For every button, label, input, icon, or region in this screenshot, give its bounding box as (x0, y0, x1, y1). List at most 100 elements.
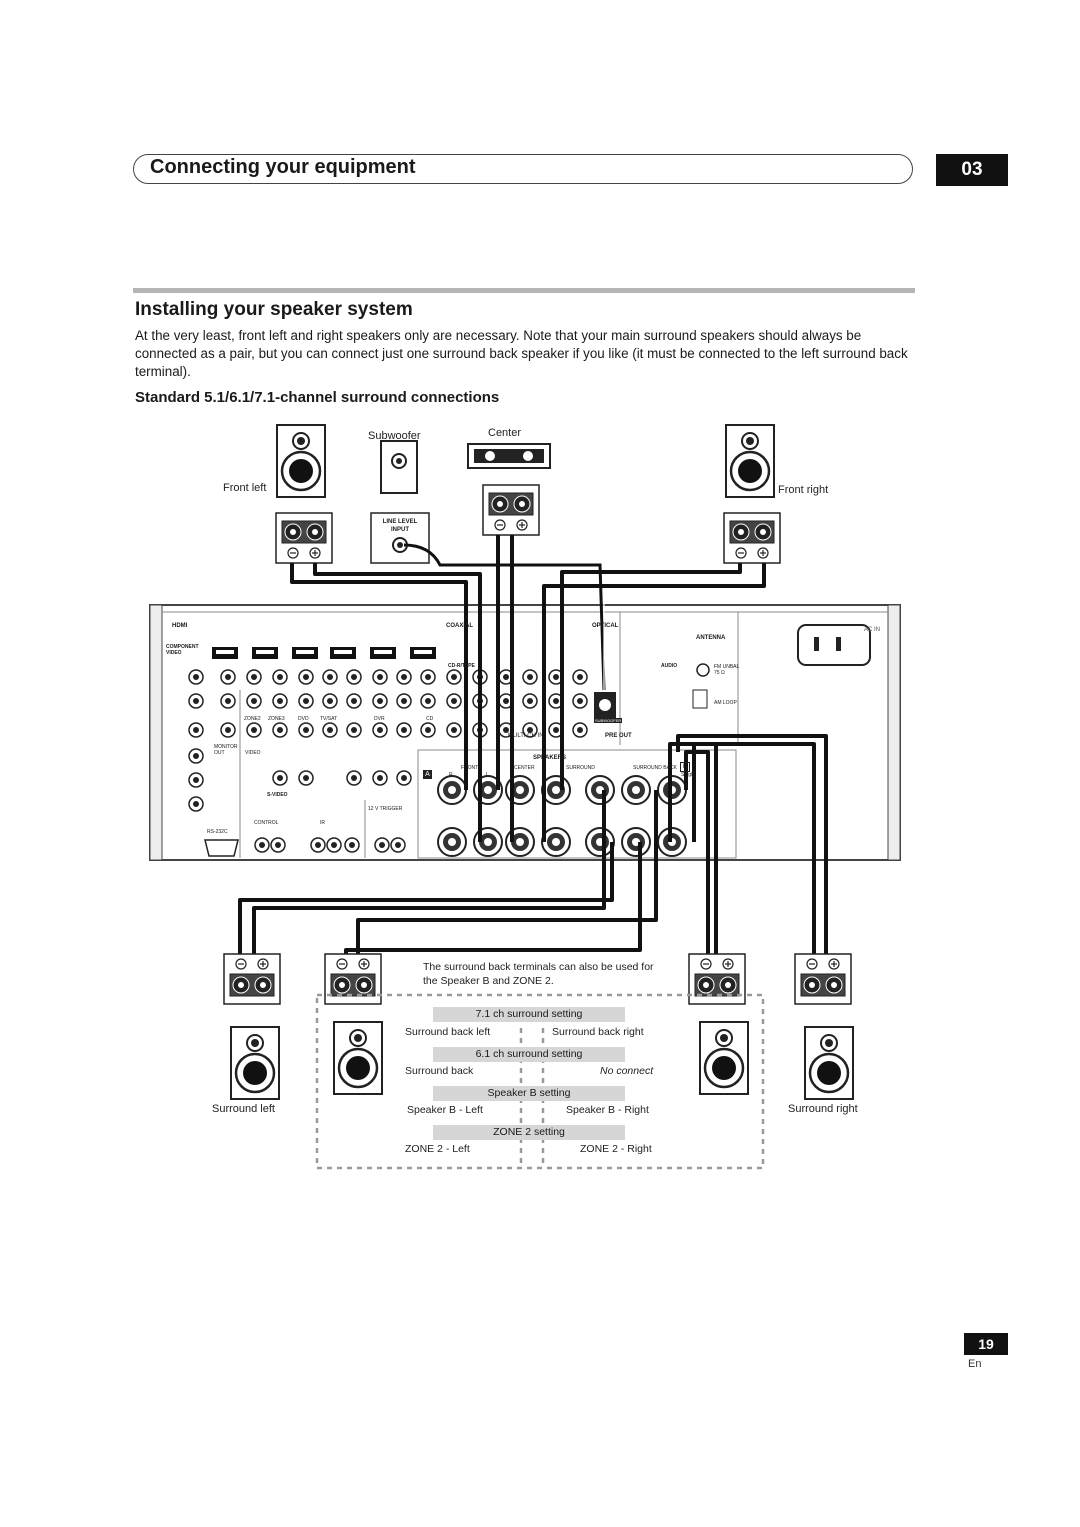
chapter-number: 03 (936, 154, 1008, 186)
rca-jack (396, 693, 412, 709)
terminal-a-badge: A (423, 770, 432, 779)
dvr-label: DVR (374, 716, 385, 722)
rca-jack (522, 669, 538, 685)
rca-jack (254, 837, 270, 853)
speaker-binding-post (437, 775, 467, 805)
rca-jack (420, 669, 436, 685)
page-language: En (968, 1358, 982, 1370)
front-left-terminal (275, 512, 333, 564)
rca-jack (346, 722, 362, 738)
rca-jack (188, 772, 204, 788)
rca-jack (396, 722, 412, 738)
center-label: Center (488, 427, 522, 439)
rca-jack (446, 669, 462, 685)
rca-jack (572, 669, 588, 685)
rca-jack (372, 770, 388, 786)
tv-sat-label: TV/SAT (320, 716, 338, 722)
rca-jack (272, 722, 288, 738)
rca-jack (396, 669, 412, 685)
rca-jack (298, 669, 314, 685)
control-label: CONTROL (254, 820, 279, 826)
speaker-binding-post (585, 827, 615, 857)
rca-jack (322, 693, 338, 709)
rca-jack (188, 722, 204, 738)
monitor-out-label: MONITOR OUT (214, 744, 238, 756)
setting-6-1-header: 6.1 ch surround setting (433, 1047, 625, 1062)
pre-out-subwoofer-label: SUBWOOFER (594, 718, 623, 723)
speaker-binding-post (541, 827, 571, 857)
rca-jack (188, 669, 204, 685)
front-right-label: Front right (778, 484, 829, 496)
subsection-title: Standard 5.1/6.1/7.1-channel surround co… (135, 389, 500, 406)
setting-zone2-left: ZONE 2 - Left (405, 1143, 470, 1155)
rca-jack (346, 693, 362, 709)
ir-label: IR (320, 820, 325, 826)
rca-jack (298, 770, 314, 786)
rca-jack (372, 693, 388, 709)
center-terminal (482, 484, 540, 536)
rca-jack (446, 722, 462, 738)
rca-jack (396, 770, 412, 786)
setting-6-1-left: Surround back (405, 1065, 474, 1077)
rca-jack (188, 748, 204, 764)
rca-jack (270, 837, 286, 853)
setting-speaker-b-left: Speaker B - Left (407, 1104, 483, 1116)
rca-jack (522, 693, 538, 709)
subwoofer-label: Subwoofer (368, 430, 421, 442)
rca-jack (298, 722, 314, 738)
rca-jack (322, 722, 338, 738)
rca-jack (344, 837, 360, 853)
ac-in-label: AC IN (864, 627, 881, 633)
setting-speaker-b-header: Speaker B setting (433, 1086, 625, 1101)
front-terminal-label: FRONT (461, 765, 479, 771)
setting-zone2-right: ZONE 2 - Right (580, 1143, 652, 1155)
trigger-label: 12 V TRIGGER (368, 806, 403, 812)
center-terminal-label: CENTER (514, 765, 535, 771)
component-video-label: COMPONENT VIDEO (166, 644, 199, 656)
dvd-label: DVD (298, 716, 309, 722)
rca-jack (390, 837, 406, 853)
rca-jack (246, 722, 262, 738)
intro-paragraph: At the very least, front left and right … (135, 328, 908, 379)
rca-jack (220, 722, 236, 738)
rca-jack (246, 693, 262, 709)
rs232c-label: RS-232C (207, 829, 228, 835)
chapter-title: Connecting your equipment (150, 156, 416, 178)
front-r-label: R (449, 772, 453, 778)
rca-jack (272, 669, 288, 685)
speaker-binding-post (437, 827, 467, 857)
subwoofer-input-panel (370, 512, 430, 564)
video-label: VIDEO (245, 750, 261, 756)
rca-jack (572, 693, 588, 709)
section-title: Installing your speaker system (135, 299, 413, 320)
pre-out-label: PRE OUT (605, 733, 632, 739)
rca-jack (326, 837, 342, 853)
rca-jack (446, 693, 462, 709)
surround-back-right-speaker (698, 1020, 750, 1096)
section-rule (133, 288, 915, 293)
rca-jack (372, 722, 388, 738)
line-level-input-label: LINE LEVEL INPUT (382, 519, 418, 533)
antenna-label: ANTENNA (696, 635, 726, 641)
surround-left-speaker (229, 1025, 281, 1101)
page-number: 19 (964, 1333, 1008, 1355)
surround-back-terminal-label: SURROUND BACK (633, 765, 677, 771)
front-left-label: Front left (223, 482, 267, 494)
rca-jack (420, 722, 436, 738)
rca-jack (346, 669, 362, 685)
zone2-label: ZONE2 (244, 716, 261, 722)
front-right-terminal (723, 512, 781, 564)
rca-jack (272, 770, 288, 786)
surround-right-label: Surround right (788, 1103, 858, 1115)
coaxial-label: COAXIAL (446, 623, 473, 629)
rca-jack (372, 669, 388, 685)
cd-r-tape-label: CD-R/TAPE (448, 663, 475, 669)
front-l-label: L (486, 772, 489, 778)
rca-jack (374, 837, 390, 853)
setting-zone2-header: ZONE 2 setting (433, 1125, 625, 1140)
rca-jack (188, 796, 204, 812)
front-right-speaker (724, 423, 776, 499)
rca-jack (310, 837, 326, 853)
surround-back-note: The surround back terminals can also be … (423, 961, 654, 987)
